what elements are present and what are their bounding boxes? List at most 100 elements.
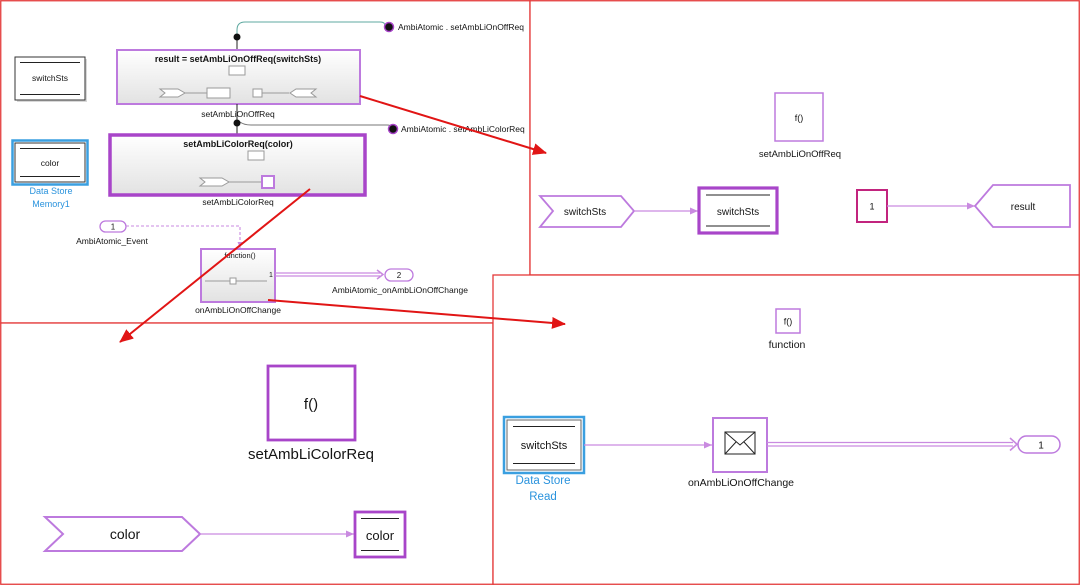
block-label: switchSts [717,207,759,218]
subsystem-body[interactable] [116,49,361,105]
outport-number: 2 [397,271,402,280]
block-body[interactable] [266,364,357,442]
port-junction-dot [233,119,241,127]
trigger-label: f() [795,113,804,123]
server-port-label: AmbiAtomic . setAmbLiColorReq [401,124,525,134]
preview-trigger-port [247,150,265,161]
chevron-icon [1009,437,1019,452]
trigger-port-block[interactable]: f() [266,364,357,442]
envelope-fold-left [724,441,737,455]
server-port-label: AmbiAtomic . setAmbLiOnOffReq [398,22,524,32]
block-name-label: function [769,339,806,351]
block-body[interactable] [506,419,582,471]
connector-line [236,21,386,34]
block-label: color [41,158,60,168]
outport-body[interactable] [1017,435,1061,454]
function-call-signal-line [126,225,243,248]
constant-value: 1 [869,202,874,212]
port-junction-dot [233,33,241,41]
block-body[interactable] [42,516,202,552]
envelope-fold-right [743,441,756,455]
block-name-label: onAmbLiOnOffChange [688,477,794,489]
panel-event-subsystem-contents: f() function switchSts Data Store Read o… [492,274,1080,585]
block-label: switchSts [32,73,68,83]
envelope-flap [724,431,756,446]
preview-arg-inport [198,177,231,187]
outport-number-label: 1 [269,272,273,279]
preview-arg-outport [289,88,318,98]
block-type-caption-line2: Read [529,491,557,503]
data-store-read-switchsts[interactable]: switchSts [697,186,779,235]
block-name-label: setAmbLiColorReq [202,197,274,207]
inport-name-label: AmbiAtomic_Event [76,236,148,246]
outport-body[interactable] [384,268,414,282]
outport-number: 1 [1038,441,1044,452]
preview-trigger-port [228,65,246,76]
outport-name-label: AmbiAtomic_onAmbLiOnOffChange [332,285,468,295]
server-port-marker[interactable] [383,21,395,33]
constant-block[interactable]: 1 [856,189,888,223]
server-port-connection-color: AmbiAtomic . setAmbLiColorReq [233,104,525,135]
simulink-function-color[interactable]: setAmbLiColorReq(color) [108,133,367,197]
message-line-to-outport [275,269,385,280]
preview-store-read [229,277,237,285]
data-store-write-color[interactable]: color [353,510,407,559]
preview-store-read [206,87,231,99]
block-body[interactable] [973,184,1071,228]
block-name-label: setAmbLiOnOffReq [759,149,841,160]
data-store-memory-switchsts[interactable]: switchSts [14,56,87,102]
block-label: switchSts [521,440,568,452]
block-body[interactable] [775,308,801,334]
inport-number: 1 [111,223,116,232]
block-label: color [366,528,395,543]
block-body[interactable] [774,92,824,142]
envelope-body [724,431,756,455]
send-message-block[interactable] [712,417,768,473]
argument-label: result [1011,202,1036,213]
envelope-icon [724,431,756,455]
trigger-port-label: function() [224,251,256,260]
annotation-arrow-to-color-contents [119,188,311,343]
block-name-label: onAmbLiOnOffChange [195,305,281,315]
trigger-label: f() [784,317,793,327]
data-store-read-switchsts[interactable]: switchSts [502,415,586,475]
block-type-caption-line2: Memory1 [32,199,70,209]
block-body[interactable] [353,510,407,559]
block-body[interactable] [538,195,636,228]
outport-message[interactable]: 1 [1017,435,1061,454]
annotation-arrows [119,95,566,343]
function-prototype: setAmbLiColorReq(color) [183,139,293,149]
preview-constant [252,88,263,98]
preview-arg-inport [158,88,187,98]
inport-ambiatomic-event[interactable]: 1 [99,220,127,233]
block-body[interactable] [856,189,888,223]
argument-inport-color[interactable]: color [42,516,202,552]
block-type-caption-line1: Data Store [29,186,72,196]
panel-onoff-function-contents: f() setAmbLiOnOffReq switchSts switchSts… [529,0,1080,276]
argument-label: switchSts [564,207,606,218]
block-name-label: setAmbLiOnOffReq [201,109,275,119]
server-port-connection-onoff: AmbiAtomic . setAmbLiOnOffReq [233,21,524,50]
argument-inport-switchsts[interactable]: switchSts [538,195,636,228]
trigger-port-block[interactable]: f() [774,92,824,142]
server-port-marker[interactable] [387,123,399,135]
panel-color-function-contents: f() setAmbLiColorReq color color [0,322,494,585]
argument-outport-result[interactable]: result [973,184,1071,228]
annotation-arrow-to-onoff-contents [359,95,547,155]
selection-outline [11,139,89,186]
subsystem-body[interactable] [108,133,367,197]
function-prototype: result = setAmbLiOnOffReq(switchSts) [155,54,321,64]
chevron-icon [376,269,385,280]
outport-ambiatomic-onambli[interactable]: 2 [384,268,414,282]
block-body[interactable] [14,56,86,101]
panel-model-overview: switchSts color Data Store Memory1 AmbiA… [0,0,531,324]
block-body[interactable] [14,142,86,183]
block-name-label: setAmbLiColorReq [248,446,374,463]
preview-store-write [261,175,275,189]
function-call-subsystem-onambli[interactable]: function() 1 [200,248,276,303]
annotation-arrow-to-event-contents [267,299,566,329]
simulink-function-onoff[interactable]: result = setAmbLiOnOffReq(switchSts) [116,49,361,105]
data-store-memory-color[interactable]: color [11,139,89,186]
trigger-port-block[interactable]: f() [775,308,801,334]
